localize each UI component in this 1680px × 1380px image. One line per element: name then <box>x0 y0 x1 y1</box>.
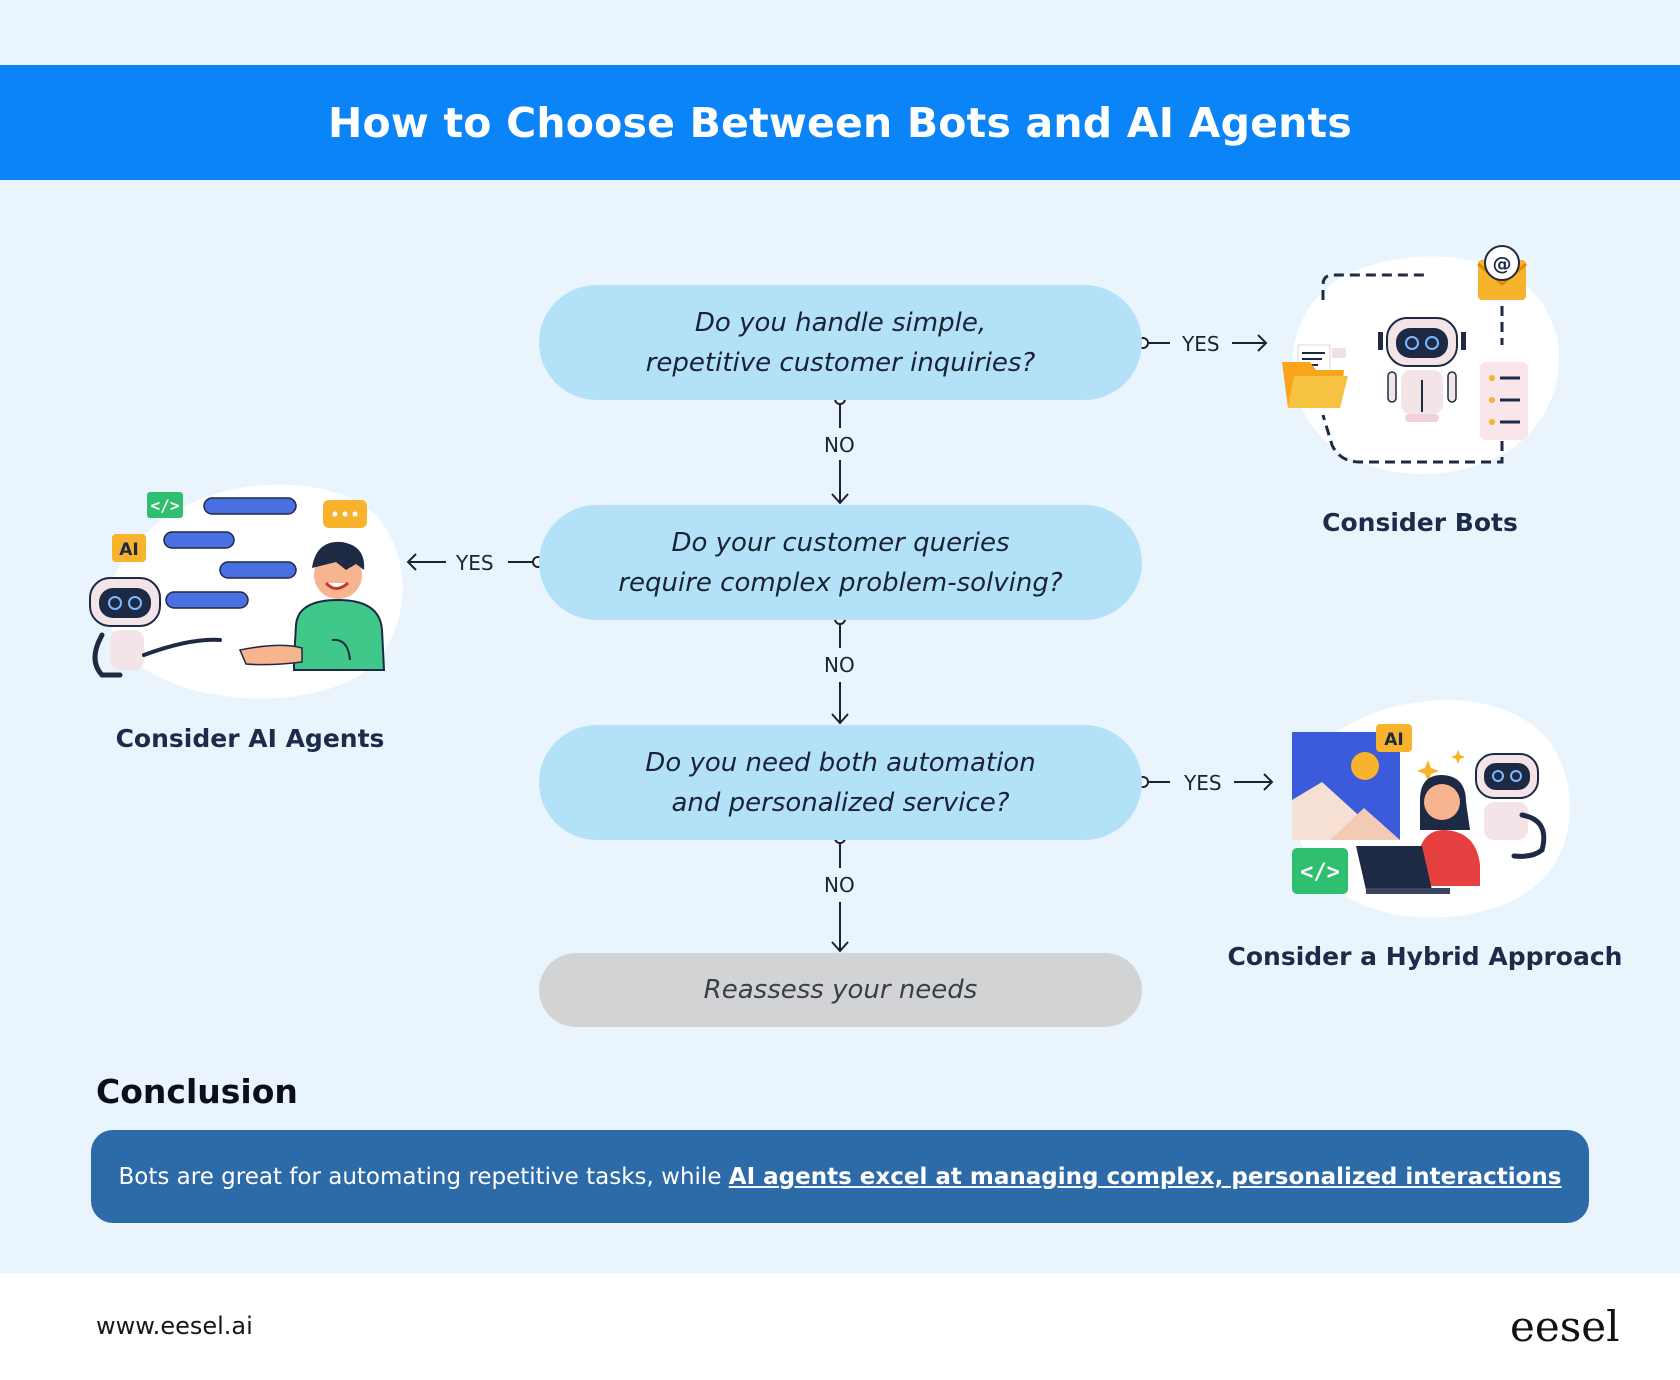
sparkle-icon <box>1417 750 1465 782</box>
svg-text:</>: </> <box>1300 860 1340 885</box>
question-1-line-2: repetitive customer inquiries? <box>645 347 1036 378</box>
checklist-icon <box>1480 362 1528 440</box>
chat-bubble-icons <box>163 497 297 609</box>
reassess-label: Reassess your needs <box>703 975 978 1005</box>
reassess-node: Reassess your needs <box>539 953 1142 1027</box>
yes-label-2: YES <box>456 551 494 575</box>
outcome-hybrid: Consider a Hybrid Approach <box>1227 942 1623 971</box>
page-title: How to Choose Between Bots and AI Agents <box>328 98 1352 147</box>
brand-logo: eesel <box>1510 1302 1620 1351</box>
robot-icon <box>1475 753 1547 859</box>
hybrid-illustration: AI </> <box>1292 700 1570 918</box>
title-banner: How to Choose Between Bots and AI Agents <box>0 65 1680 180</box>
footer-url: www.eesel.ai <box>96 1312 253 1340</box>
ai-badge-icon: AI <box>1376 724 1412 752</box>
no-label-2: NO <box>824 653 855 677</box>
ai-badge-icon: AI <box>112 534 146 562</box>
conclusion-box: Bots are great for automating repetitive… <box>91 1130 1589 1223</box>
code-icon: </> <box>147 492 183 518</box>
conclusion-text-emphasis: AI agents excel at managing complex, per… <box>728 1163 1562 1190</box>
outcome-bots: Consider Bots <box>1322 508 1518 537</box>
email-icon: @ <box>1477 245 1527 300</box>
question-3-node: Do you need both automation and personal… <box>539 725 1142 840</box>
svg-text:</>: </> <box>151 496 180 515</box>
ai-badge-label: AI <box>119 540 138 560</box>
folder-icon <box>1282 344 1348 408</box>
no-label-3: NO <box>824 873 855 897</box>
ai-agents-illustration: </> AI <box>89 484 403 699</box>
robot-icon <box>1378 317 1466 422</box>
typing-bubble-icon <box>323 500 367 528</box>
person-icon <box>238 541 386 671</box>
conclusion-text-plain: Bots are great for automating repetitive… <box>118 1163 729 1190</box>
code-icon: </> <box>1292 848 1348 894</box>
question-3-line-1: Do you need both automation <box>645 747 1036 778</box>
question-1-node: Do you handle simple, repetitive custome… <box>539 285 1142 400</box>
question-2-node: Do your customer queries require complex… <box>539 505 1142 620</box>
person-icon <box>1416 775 1480 886</box>
ai-badge-label: AI <box>1384 730 1403 750</box>
question-1-line-1: Do you handle simple, <box>694 307 987 338</box>
outcome-ai-agents: Consider AI Agents <box>115 724 385 753</box>
image-icon <box>1292 732 1400 840</box>
svg-text:@: @ <box>1493 253 1512 275</box>
yes-label-3: YES <box>1184 771 1222 795</box>
question-2-line-2: require complex problem-solving? <box>618 567 1063 598</box>
robot-icon <box>89 577 222 678</box>
laptop-icon <box>1356 846 1450 894</box>
conclusion-title: Conclusion <box>96 1072 298 1111</box>
no-label-1: NO <box>824 433 855 457</box>
conclusion-text: Bots are great for automating repetitive… <box>119 1164 1562 1190</box>
question-3-line-2: and personalized service? <box>671 787 1010 818</box>
bots-illustration: @ <box>1282 245 1560 474</box>
question-2-line-1: Do your customer queries <box>671 527 1010 558</box>
yes-label-1: YES <box>1182 332 1220 356</box>
